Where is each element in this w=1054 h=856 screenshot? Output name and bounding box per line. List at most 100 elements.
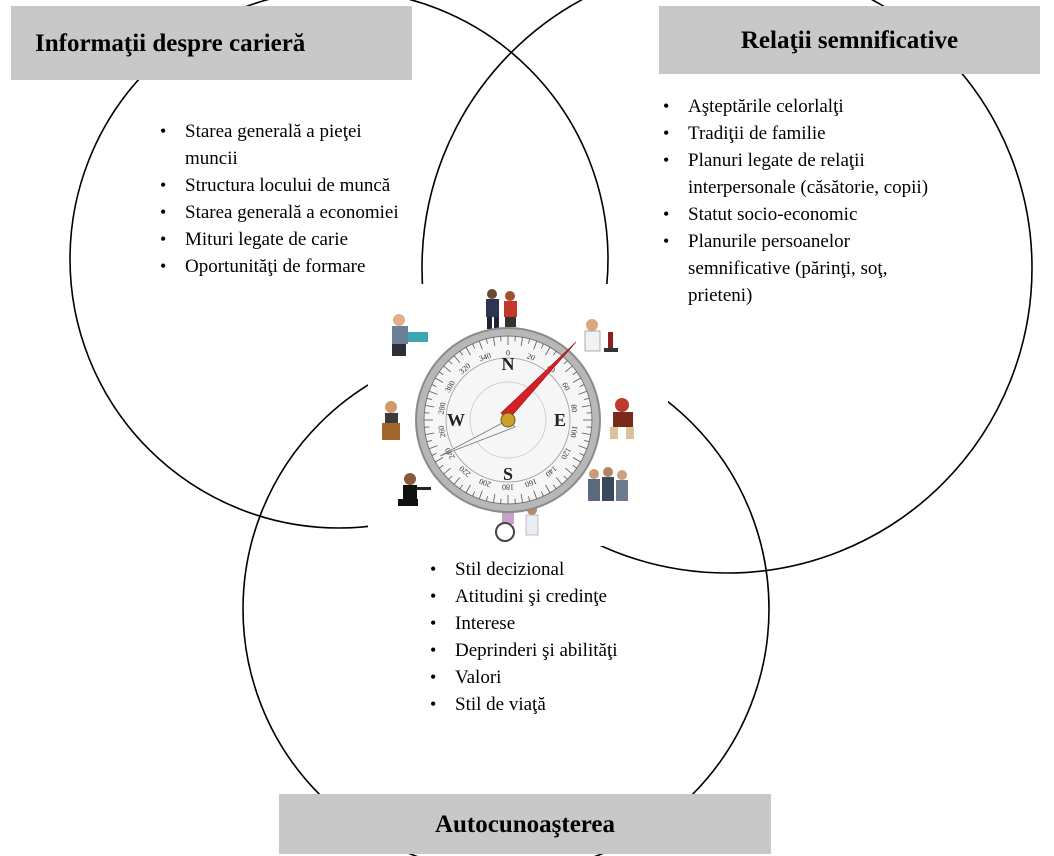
compass-tick (428, 390, 438, 395)
compass-degree-label: 340 (478, 351, 492, 364)
self-item: Interese (426, 610, 726, 637)
compass-tick (493, 337, 496, 347)
compass-tick (579, 384, 585, 387)
self-item: Stil decizional (426, 556, 726, 583)
compass-tick (541, 491, 544, 497)
self-list: Stil decizional Atitudini şi credinţe In… (426, 556, 726, 718)
compass-ticks (424, 336, 592, 504)
compass-tick (555, 477, 563, 485)
compass-tick (528, 496, 531, 502)
compass-tick (431, 453, 437, 456)
compass-tick (459, 350, 464, 356)
self-item: Deprinderi şi abilităţi (426, 637, 726, 664)
compass-tick (448, 475, 453, 480)
compass-degree-label: 180 (502, 483, 514, 492)
compass-tick (578, 390, 588, 395)
career-item: Mituri legate de carie (156, 226, 418, 253)
compass-degree-labels: 3400204060801001201401601802002202402602… (437, 349, 580, 492)
compass-tick (563, 360, 568, 365)
people-couple-icon (486, 289, 517, 329)
compass-tick (545, 484, 551, 493)
compass-tick (563, 475, 568, 480)
compass-tick (584, 440, 590, 443)
compass-tick (485, 496, 488, 502)
compass-tick (552, 350, 557, 356)
compass-tick (572, 457, 581, 463)
compass-tick (438, 464, 444, 469)
career-item: Oportunităţi de formare (156, 253, 418, 280)
compass-tick (541, 343, 544, 349)
cardinal-e: E (554, 410, 566, 430)
person-podium-icon (382, 401, 400, 440)
compass-tick (572, 371, 578, 376)
compass-tick (453, 355, 461, 363)
compass-tick (425, 432, 435, 435)
compass-degree-label: 80 (569, 404, 579, 413)
compass-tick (453, 477, 461, 485)
compass-tick (472, 343, 475, 349)
compass-icon: 3400204060801001201401601802002202402602… (415, 327, 601, 513)
compass-tick (581, 432, 591, 435)
person-athlete-icon (610, 398, 634, 439)
compass-hub: 3400204060801001201401601802002202402602… (368, 284, 668, 546)
compass-tick (485, 338, 488, 344)
compass-degree-label: 200 (478, 477, 492, 490)
compass-tick (443, 467, 451, 475)
compass-tick (472, 491, 475, 497)
compass-tick (426, 440, 432, 443)
cardinal-w: W (447, 410, 465, 430)
compass-tick (443, 365, 451, 373)
compass-tick (520, 337, 523, 347)
compass-tick (465, 347, 471, 356)
compass-tick (578, 445, 588, 450)
compass-tick (431, 384, 437, 387)
relations-circle (421, 0, 1033, 574)
relations-item: Statut socio-economic (659, 201, 949, 228)
career-title-box: Informaţii despre carieră (11, 6, 412, 80)
compass-tick (581, 405, 591, 408)
self-title-box: Autocunoaşterea (279, 794, 771, 854)
career-item: Starea generală a economiei (156, 199, 418, 226)
career-list: Starea generală a pieţei muncii Structur… (156, 118, 418, 280)
people-figures (382, 289, 634, 542)
compass-tick (565, 467, 573, 475)
relations-item: Planurile persoanelor semnificative (păr… (659, 228, 949, 309)
compass-tick (533, 340, 538, 350)
cardinal-s: S (503, 464, 513, 484)
compass-degree-label: 160 (524, 477, 538, 490)
relations-title: Relaţii semnificative (740, 26, 959, 54)
compass-tick (528, 338, 531, 344)
compass-pivot (500, 412, 516, 428)
compass-tick (459, 484, 464, 490)
self-item: Valori (426, 664, 726, 691)
career-item: Structura locului de muncă (156, 172, 418, 199)
compass-tick (438, 371, 444, 376)
compass-tick (552, 484, 557, 490)
compass-degree-label: 260 (437, 425, 448, 438)
compass-tick (584, 397, 590, 400)
relations-title-box: Relaţii semnificative (659, 6, 1040, 74)
compass-tick (448, 360, 453, 365)
compass-tick (425, 405, 435, 408)
compass-degree-label: 100 (569, 425, 580, 438)
compass-tick (465, 484, 471, 493)
compass-tick (520, 493, 523, 503)
compass-tick (572, 464, 578, 469)
relations-item: Planuri legate de relaţii interpersonale… (659, 147, 949, 201)
person-laptop-icon (392, 314, 428, 356)
career-item: Starea generală a pieţei muncii (156, 118, 418, 172)
person-officer-icon (398, 473, 431, 506)
relations-item: Aşteptările celorlalţi (659, 93, 949, 120)
person-microscope-icon (584, 319, 618, 352)
self-title: Autocunoaşterea (434, 810, 616, 838)
self-item: Stil de viaţă (426, 691, 726, 718)
self-item: Atitudini şi credinţe (426, 583, 726, 610)
compass-tick (533, 490, 538, 500)
compass-tick (428, 445, 438, 450)
compass-tick (493, 493, 496, 503)
compass-tick (478, 340, 483, 350)
compass-degree-label: 0 (506, 349, 510, 358)
compass-tick (572, 377, 581, 383)
compass-tick (478, 490, 483, 500)
compass-degree-label: 20 (526, 351, 537, 362)
